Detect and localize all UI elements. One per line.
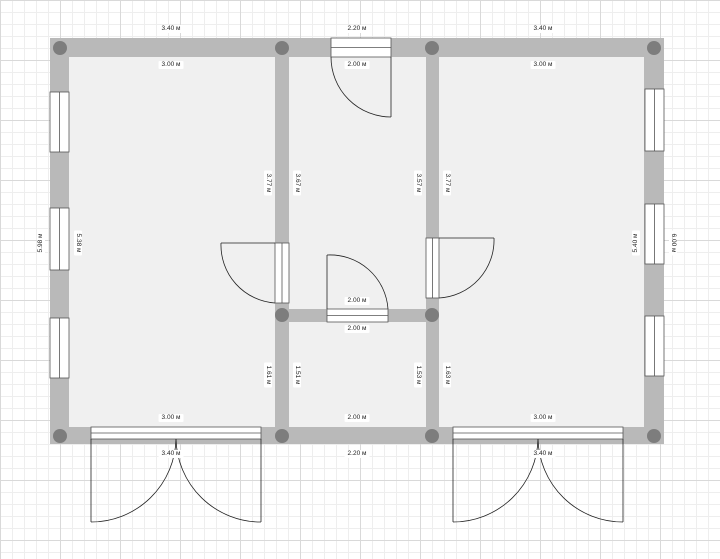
column-br: [647, 429, 661, 443]
dim-left-outer: 5.98 м: [37, 230, 45, 256]
dim-br-wall-1: 1.53 м: [414, 362, 422, 388]
column-bl: [53, 429, 67, 443]
dim-bottom-mid: 2.20 м: [344, 450, 370, 458]
dim-br-wall-2: 1.63 м: [443, 362, 451, 388]
door-right-room: [425, 237, 495, 299]
dim-in-bottom-right: 3.00 м: [530, 414, 556, 422]
door-bottom-right: [452, 426, 624, 523]
window-left-2: [49, 207, 70, 271]
dim-bl-wall-1: 1.61 м: [264, 362, 272, 388]
window-right-2: [644, 203, 665, 265]
dim-top-left: 3.40 м: [158, 25, 184, 33]
window-left-1: [49, 91, 70, 153]
window-right-1: [644, 88, 665, 152]
column-tl: [53, 41, 67, 55]
room-right: [439, 57, 644, 427]
dim-in-bottom-mid: 2.00 м: [344, 414, 370, 422]
dim-mid-lower: 2.00 м: [344, 325, 370, 333]
room-center-lower: [289, 322, 426, 427]
dim-in-top-right: 3.00 м: [530, 61, 556, 69]
window-left-3: [49, 317, 70, 379]
dim-cl-wall-2: 3.67 м: [293, 170, 301, 196]
dim-mid-upper: 2.00 м: [344, 297, 370, 305]
dim-top-right: 3.40 м: [530, 25, 556, 33]
dim-left-inner: 5.38 м: [74, 230, 82, 256]
dim-cr-wall-2: 3.77 м: [443, 170, 451, 196]
dim-bl-wall-2: 1.51 м: [293, 362, 301, 388]
column-mr: [425, 308, 439, 322]
dim-in-top-mid: 2.00 м: [344, 61, 370, 69]
column-tc2: [425, 41, 439, 55]
dim-in-top-left: 3.00 м: [158, 61, 184, 69]
door-top-center: [330, 37, 392, 118]
door-center-mid: [326, 254, 389, 323]
dim-cr-wall-1: 3.57 м: [414, 170, 422, 196]
column-bc1: [275, 429, 289, 443]
dim-bottom-right: 3.40 м: [530, 450, 556, 458]
dim-right-inner: 5.40 м: [632, 230, 640, 256]
dim-cl-wall-1: 3.77 м: [264, 170, 272, 196]
column-bc2: [425, 429, 439, 443]
window-right-3: [644, 315, 665, 377]
column-tr: [647, 41, 661, 55]
door-left-room: [220, 242, 290, 304]
dim-bottom-left: 3.40 м: [158, 450, 184, 458]
dim-top-mid: 2.20 м: [344, 25, 370, 33]
column-ml: [275, 308, 289, 322]
room-center-upper: [289, 57, 426, 309]
column-tc1: [275, 41, 289, 55]
dim-right-outer: 6.00 м: [669, 230, 677, 256]
dim-in-bottom-left: 3.00 м: [158, 414, 184, 422]
room-left: [69, 57, 275, 427]
